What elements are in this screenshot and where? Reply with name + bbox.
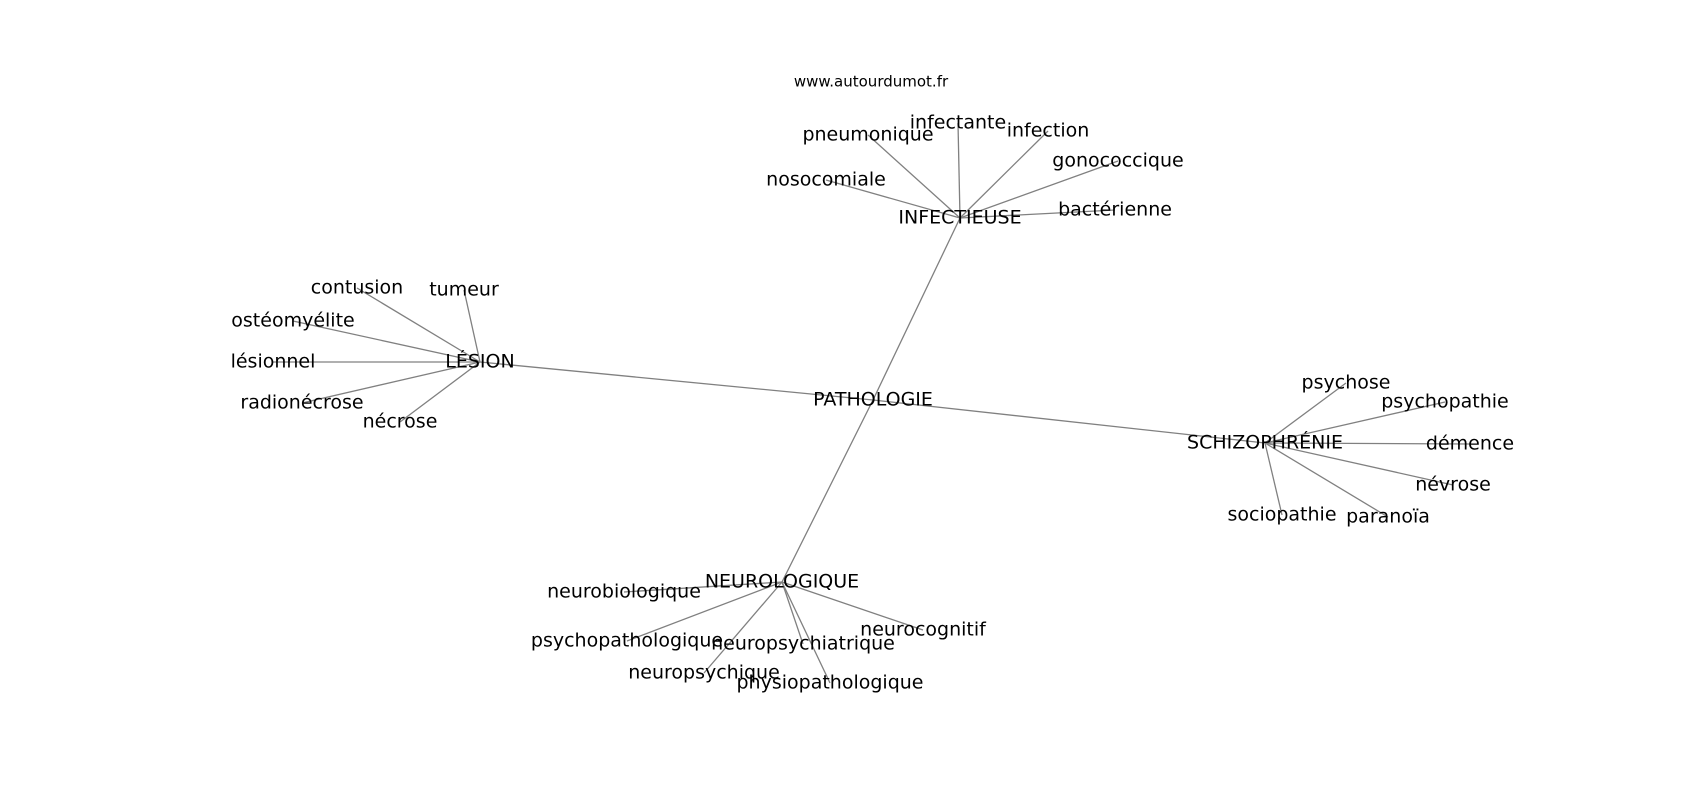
edge-schizophrenie-psychose — [1264, 382, 1347, 444]
node-leaf-psychose: psychose — [1302, 372, 1391, 394]
edge-schizophrenie-psychopathie — [1264, 401, 1446, 444]
edge-lesion-osteomyelite — [292, 320, 481, 363]
node-hub-neurologique: NEUROLOGIQUE — [705, 571, 859, 593]
edge-infectieuse-infection — [959, 130, 1049, 219]
node-leaf-lesionnel: lésionnel — [231, 351, 316, 373]
edge-infectieuse-pneumonique — [867, 134, 961, 219]
node-leaf-psychopathologique: psychopathologique — [531, 630, 723, 652]
node-hub-schizophrenie: SCHIZOPHRÉNIE — [1187, 431, 1343, 454]
edge-infectieuse-bacterienne — [959, 209, 1116, 219]
node-root-pathologie: PATHOLOGIE — [813, 389, 933, 411]
node-leaf-radionecrose: radionécrose — [240, 392, 363, 414]
edge-neurologique-physiopathologique — [781, 581, 831, 684]
node-leaf-neuropsychiatrique: neuropsychiatrique — [711, 633, 895, 655]
edges-layer — [273, 122, 1471, 684]
node-leaf-sociopathie: sociopathie — [1227, 504, 1336, 526]
edge-root-lesion — [479, 361, 874, 401]
edge-lesion-necrose — [399, 361, 481, 423]
node-leaf-necrose: nécrose — [363, 411, 438, 433]
node-leaf-neurobiologique: neurobiologique — [547, 581, 701, 603]
edge-neurologique-psychopathologique — [626, 581, 783, 642]
edge-neurologique-neuropsychiatrique — [781, 581, 804, 645]
edge-schizophrenie-demence — [1264, 442, 1471, 445]
node-hub-infectieuse: INFECTIEUSE — [898, 207, 1021, 229]
watermark-text: www.autourdumot.fr — [794, 73, 949, 91]
node-leaf-infectante: infectante — [910, 112, 1006, 134]
edge-root-infectieuse — [872, 217, 961, 401]
edge-root-schizophrenie — [872, 399, 1266, 444]
edge-schizophrenie-sociopathie — [1264, 442, 1283, 516]
node-leaf-psychopathie: psychopathie — [1381, 391, 1508, 413]
edge-schizophrenie-paranoia — [1264, 442, 1389, 518]
node-hub-lesion: LÉSION — [445, 350, 514, 373]
edge-schizophrenie-nevrose — [1264, 442, 1454, 486]
edge-lesion-radionecrose — [301, 361, 481, 404]
edge-neurologique-neurobiologique — [623, 581, 783, 593]
edge-root-neurologique — [781, 399, 874, 583]
edge-lesion-tumeur — [463, 289, 481, 363]
edge-neurologique-neuropsychique — [703, 581, 783, 674]
node-leaf-demence: démence — [1426, 433, 1514, 455]
node-leaf-nosocomiale: nosocomiale — [766, 169, 886, 191]
node-leaf-neurocognitif: neurocognitif — [860, 619, 987, 641]
node-leaf-osteomyelite: ostéomyélite — [231, 310, 354, 332]
node-leaf-gonococcique: gonococcique — [1052, 150, 1183, 172]
edge-infectieuse-gonococcique — [959, 160, 1119, 219]
node-leaf-tumeur: tumeur — [429, 279, 499, 301]
node-leaf-contusion: contusion — [311, 277, 403, 299]
labels-layer: PATHOLOGIE INFECTIEUSE pneumoniqueinfectan… — [231, 112, 1514, 694]
node-leaf-physiopathologique: physiopathologique — [736, 672, 923, 694]
edge-neurologique-neurocognitif — [781, 581, 924, 631]
node-leaf-nevrose: névrose — [1415, 474, 1491, 496]
edge-infectieuse-nosocomiale — [825, 179, 961, 219]
node-leaf-bacterienne: bactérienne — [1058, 199, 1172, 221]
node-leaf-neuropsychique: neuropsychique — [628, 662, 780, 684]
edge-infectieuse-infectante — [957, 122, 961, 219]
node-leaf-infection: infection — [1007, 120, 1090, 142]
node-leaf-paranoia: paranoïa — [1346, 506, 1430, 528]
edge-lesion-contusion — [356, 287, 481, 363]
node-leaf-pneumonique: pneumonique — [802, 124, 933, 146]
